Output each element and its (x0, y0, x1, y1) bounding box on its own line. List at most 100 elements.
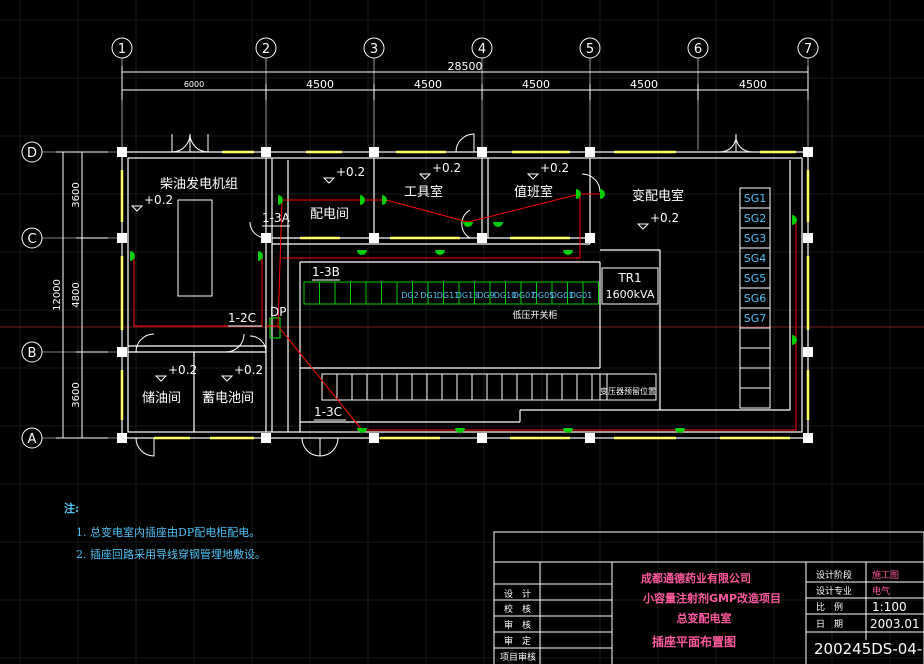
reserved-cabinet (531, 373, 548, 401)
reserved-cabinet (471, 373, 488, 401)
socket-icon (130, 251, 135, 261)
dim-span-4: 4500 (522, 78, 550, 91)
column (477, 433, 487, 443)
lv-cabinet (303, 281, 320, 305)
socket-icon (258, 251, 263, 261)
sg-panel-empty (739, 387, 771, 409)
doors (135, 133, 753, 457)
reserved-cabinet (501, 373, 518, 401)
column (369, 147, 379, 157)
level-duty: +0.2 (540, 161, 569, 175)
structural-columns (117, 147, 813, 443)
column (477, 233, 487, 243)
reserved-cabinet (396, 373, 413, 401)
title-block-frame (493, 531, 924, 664)
sg-panel-empty (739, 327, 771, 349)
lv-cabinet (334, 281, 351, 305)
level-distribution: +0.2 (336, 165, 365, 179)
axis-label-col-2: 2 (262, 42, 270, 57)
tr1-box (601, 267, 659, 305)
reserved-cabinet (411, 373, 428, 401)
tb-date-value: 2003.01 (870, 617, 920, 631)
reserved-cabinet (381, 373, 398, 401)
dg-panel-label: DG2 (401, 291, 418, 300)
socket-icon (563, 428, 573, 433)
axis-label-col-1: 1 (118, 42, 126, 57)
column (369, 433, 379, 443)
reserved-cabinet (456, 373, 473, 401)
sockets (130, 189, 797, 433)
tb-drawing-no: 200245DS-04- (814, 640, 922, 658)
dg-panel-label: DG13 (456, 291, 479, 300)
circuit-leaders (228, 225, 346, 421)
column (803, 147, 813, 157)
socket-icon (600, 189, 605, 199)
tb-subproject: 总变配电室 (677, 611, 732, 625)
sg-panel-label: SG7 (744, 312, 767, 325)
sg-panel-label: SG4 (744, 252, 767, 265)
axis-label-row-D: D (27, 146, 37, 161)
note-2: 2. 插座回路采用导线穿钢管埋地敷设。 (76, 548, 266, 561)
dim-row-2: 4800 (71, 282, 82, 307)
circuit-dp: DP (270, 305, 286, 319)
column (803, 233, 813, 243)
tb-company: 成都通德药业有限公司 (641, 571, 751, 585)
dg-panel-label: DG1 (420, 291, 437, 300)
dg-panel-label: DG10 (494, 291, 517, 300)
generator-block (177, 199, 213, 297)
dim-span-6: 4500 (739, 78, 767, 91)
wiring (133, 193, 797, 431)
socket-icon (792, 335, 797, 345)
column (117, 433, 127, 443)
sg-panel-empty (739, 367, 771, 389)
tb-role-approve: 审 定 (504, 635, 531, 647)
tb-scale-value: 1:100 (872, 600, 907, 614)
socket-icon (493, 222, 503, 227)
tb-date-label: 日 期 (816, 619, 843, 630)
left-dimensions (56, 151, 108, 439)
room-generator: 柴油发电机组 (160, 176, 238, 192)
column (803, 433, 813, 443)
socket-icon (360, 195, 365, 205)
tb-stage-label: 设计阶段 (816, 569, 852, 581)
socket-icon (675, 428, 685, 433)
reserved-cabinet-row (321, 373, 657, 401)
tb-drawing-title: 插座平面布置图 (652, 634, 736, 649)
lv-cabinet (381, 281, 398, 305)
socket-icon (576, 189, 581, 199)
axis-label-col-7: 7 (804, 42, 812, 57)
level-oil: +0.2 (168, 363, 197, 377)
sg-panel-label: SG3 (744, 232, 767, 245)
note-1: 1. 总变电室内插座由DP配电柜配电。 (76, 526, 261, 539)
notes-title: 注: (64, 502, 80, 515)
sg-panel-label: SG6 (744, 292, 767, 305)
reserved-cabinet (561, 373, 578, 401)
dg-panel-label: DG07 (513, 291, 536, 300)
tb-scale-label: 比 例 (816, 601, 843, 613)
sg-panel-label: SG1 (744, 192, 767, 205)
column (369, 233, 379, 243)
column (117, 233, 127, 243)
tb-role-check: 校 核 (504, 603, 531, 615)
reserved-cabinet (546, 373, 563, 401)
socket-icon (357, 250, 367, 255)
column (585, 433, 595, 443)
circuit-1-3b: 1-3B (312, 265, 340, 279)
lv-cabinet (350, 281, 367, 305)
circuit-1-3c: 1-3C (314, 405, 342, 419)
reserved-cabinet (576, 373, 593, 401)
reserved-cabinet (441, 373, 458, 401)
socket-icon (357, 428, 367, 433)
tr1-rating: 1600kVA (606, 288, 655, 301)
level-markers (130, 173, 650, 382)
axis-label-row-B: B (28, 346, 37, 361)
windows (120, 150, 810, 440)
reserved-cabinet (426, 373, 443, 401)
socket-icon (382, 195, 387, 205)
room-duty: 值班室 (514, 184, 553, 200)
circuit-1-2c: 1-2C (228, 311, 256, 325)
level-battery: +0.2 (234, 363, 263, 377)
